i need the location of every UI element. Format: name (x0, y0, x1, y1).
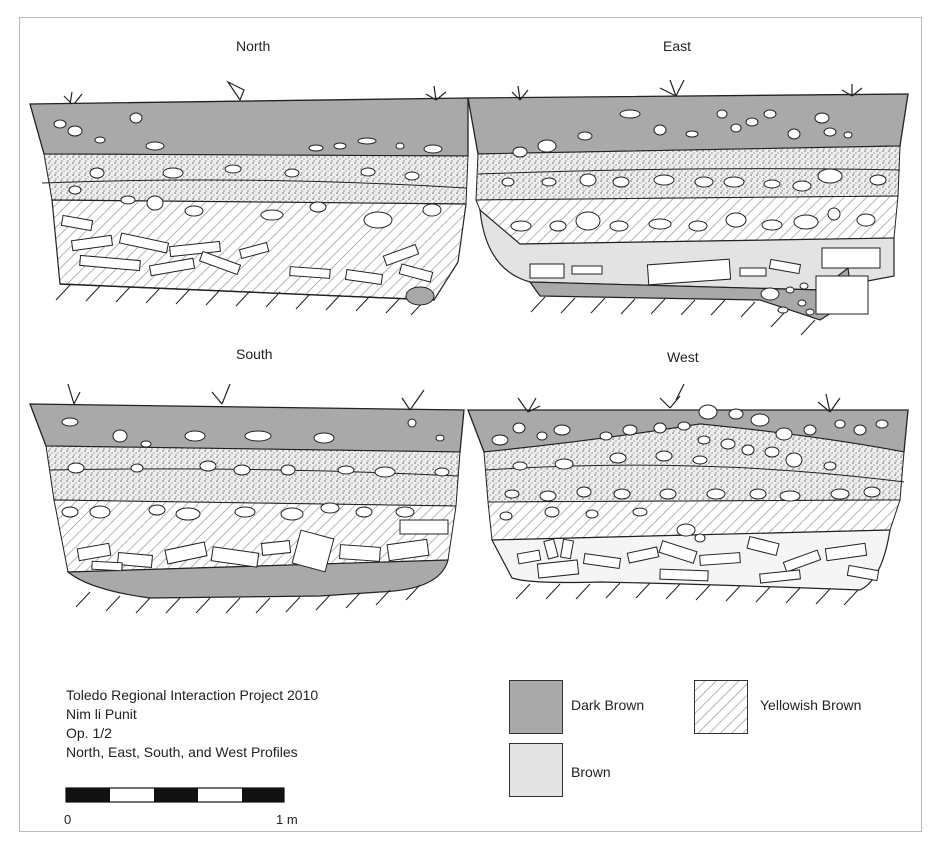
south-profile (29, 383, 465, 614)
legend-dark-brown-swatch (509, 680, 563, 734)
east-profile (467, 79, 909, 336)
west-stipple-layer (483, 423, 905, 503)
west-profile (467, 383, 909, 606)
scale-start-label: 0 (64, 812, 72, 827)
caption-operation: Op. 1/2 (66, 725, 112, 741)
north-stipple-layer (43, 153, 469, 205)
legend-yellowish-brown-label: Yellowish Brown (760, 697, 862, 713)
caption-project: Toledo Regional Interaction Project 2010 (66, 687, 319, 703)
legend-brown-label: Brown (571, 764, 611, 780)
east-dark-brown-layer (467, 93, 909, 155)
south-profile-title: South (236, 346, 273, 362)
north-profile-title: North (236, 38, 271, 54)
south-dark-brown-layer (29, 403, 465, 453)
north-profile (29, 80, 469, 316)
legend-dark-brown-label: Dark Brown (571, 697, 645, 713)
caption-profiles: North, East, South, and West Profiles (66, 744, 298, 760)
south-stipple-layer (45, 445, 461, 507)
legend-brown-swatch (509, 743, 563, 797)
west-profile-title: West (667, 349, 699, 365)
east-profile-title: East (663, 38, 692, 54)
scale-bar (65, 787, 285, 803)
caption-site: Nim li Punit (66, 706, 137, 722)
legend-yellowish-brown-swatch (694, 680, 748, 734)
north-dark-pocket (405, 286, 435, 306)
scale-end-label: 1 m (276, 812, 298, 827)
south-dark-base (66, 559, 449, 599)
